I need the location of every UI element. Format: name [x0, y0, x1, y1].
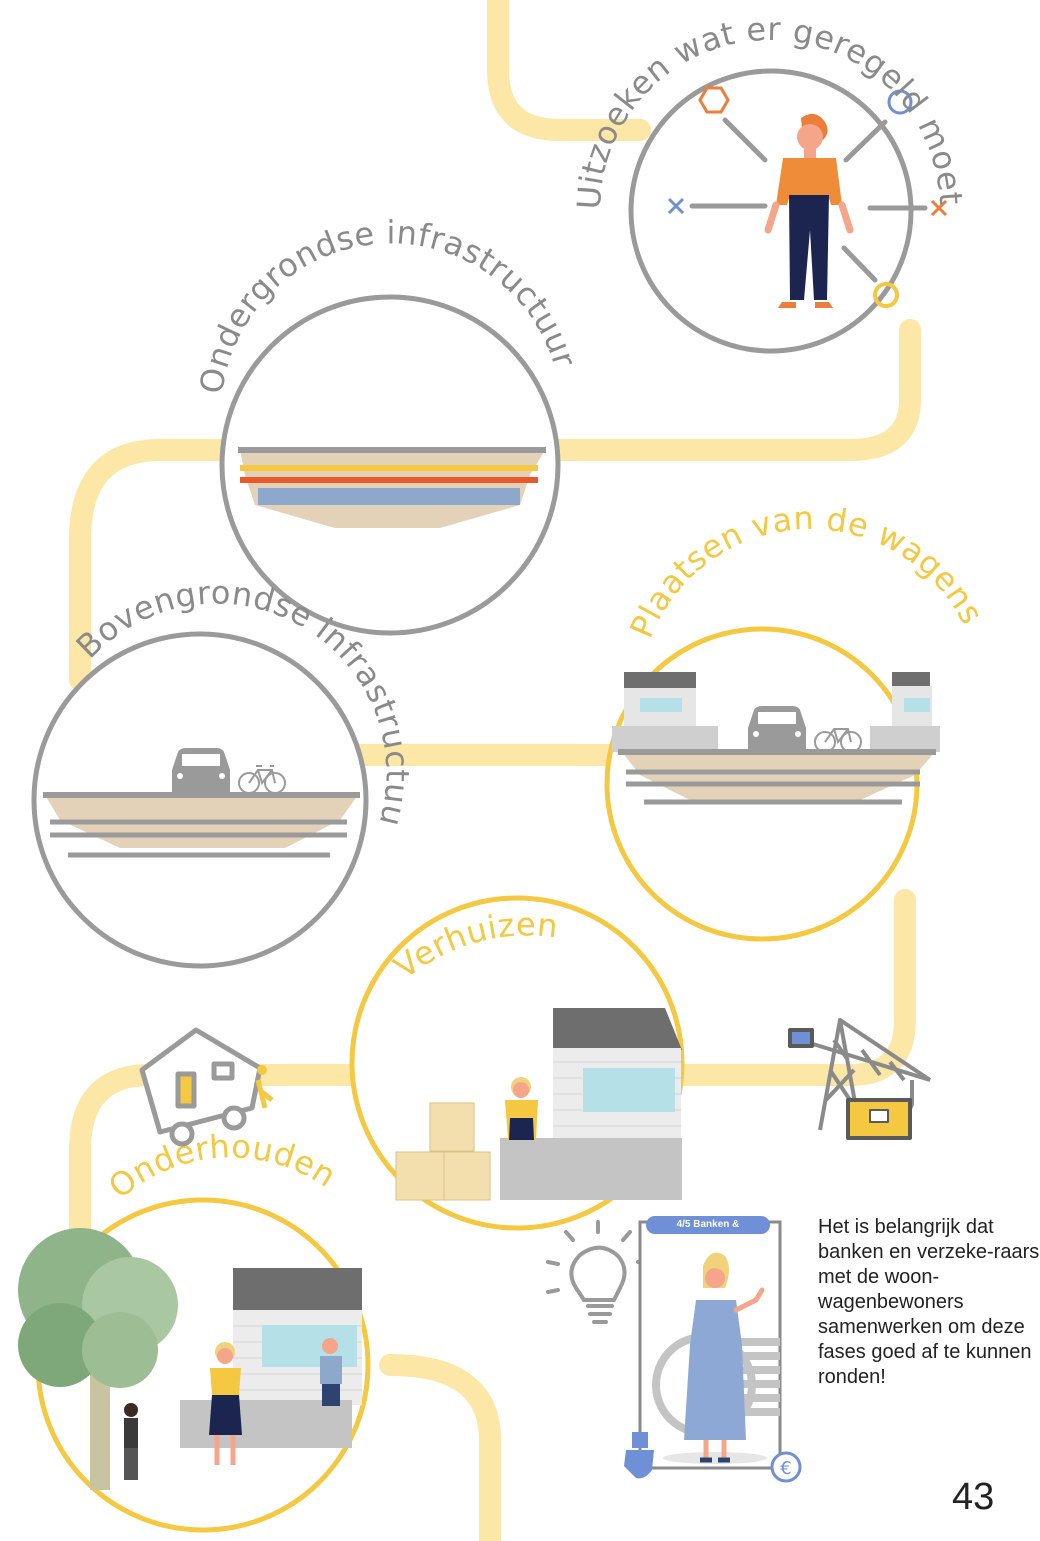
crane-icon	[788, 1018, 932, 1140]
house-left	[612, 672, 718, 752]
phase-plaatsen: Plaatsen van de wagens	[604, 499, 991, 942]
phase-ondergronds: Ondergrondse infrastructuur	[192, 213, 584, 636]
light-bulb-icon	[546, 1220, 650, 1324]
hexagon-icon	[698, 86, 730, 114]
phase-verhuizen: Verhuizen	[349, 895, 685, 1231]
page-number: 43	[952, 1476, 995, 1518]
tree	[18, 1228, 178, 1490]
bank-card: €	[624, 1220, 802, 1483]
euro-icon: €	[770, 1451, 802, 1483]
phase-uitzoeken: Uitzoeken wat er geregeld moet worden	[0, 0, 970, 354]
svg-text:€: €	[780, 1458, 791, 1479]
cross-icon	[667, 197, 685, 215]
woman-figure	[209, 1342, 242, 1465]
card-tab-label: 4/5 Banken & Verzekeraars	[646, 1216, 770, 1248]
woman-figure	[684, 1252, 765, 1463]
callout-text: Het is belangrijk dat banken en verzeke-…	[818, 1216, 1040, 1388]
man-figure	[124, 1403, 138, 1480]
bicycle-icon	[814, 728, 862, 753]
moving-boxes	[395, 1102, 491, 1201]
car-icon	[748, 706, 806, 750]
thumbs-down-icon	[624, 1432, 654, 1479]
woman-figure	[505, 1077, 538, 1140]
man-figure	[320, 1338, 342, 1406]
house-right	[870, 672, 940, 752]
car-icon	[172, 748, 230, 792]
cross-icon	[930, 199, 948, 217]
caravan-icon	[139, 1027, 274, 1147]
woman-figure	[764, 113, 854, 308]
circle-icon	[873, 282, 899, 308]
phase-plaatsen-title: Plaatsen van de wagens	[622, 499, 991, 643]
circle-icon	[887, 89, 913, 115]
phase-onderhouden-title: Onderhouden	[101, 1127, 343, 1206]
bicycle-icon	[238, 765, 286, 794]
